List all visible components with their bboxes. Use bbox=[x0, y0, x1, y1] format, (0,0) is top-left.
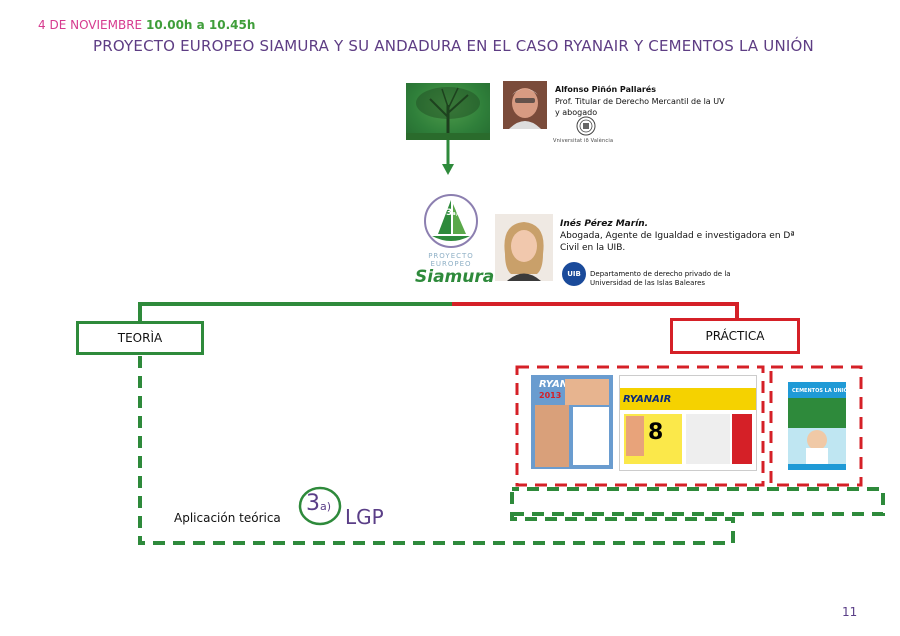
siamura-tagline: PROYECTO EUROPEO bbox=[415, 252, 487, 268]
ryanair-calendar-photo bbox=[565, 379, 609, 405]
practice-box: PRÁCTICA bbox=[670, 318, 800, 354]
page-number: 11 bbox=[842, 605, 857, 619]
siamura-name: Siamura bbox=[415, 268, 487, 286]
lgp-text: LGP bbox=[345, 505, 384, 529]
lgp-badge-text: 3a) bbox=[306, 491, 331, 516]
uib-logo-icon: UIB bbox=[562, 262, 586, 286]
speaker1-name: Alfonso Piñón Pallarés bbox=[555, 85, 656, 94]
speaker1-institution: Vniversitat ið València bbox=[553, 138, 613, 144]
speaker2-description: Abogada, Agente de Igualdad e investigad… bbox=[560, 230, 800, 254]
speaker1-photo bbox=[503, 81, 547, 129]
theory-application-label: Aplicación teórica bbox=[174, 511, 281, 525]
cement-label: CEMENTOS LA UNIÓN bbox=[792, 388, 852, 394]
siamura-wordmark: PROYECTO EUROPEO Siamura bbox=[415, 252, 487, 286]
ryanair-calendar-image: RYANAIR 2013 bbox=[531, 375, 613, 469]
practice-bottom-dashed bbox=[512, 489, 883, 514]
theory-box: TEORÌA bbox=[76, 321, 204, 355]
siamura-logo-icon bbox=[420, 190, 482, 256]
ryanair-website-image: RYANAIR 8 bbox=[619, 375, 757, 471]
speaker2-photo bbox=[495, 214, 553, 281]
tree-icon bbox=[406, 83, 490, 140]
uib-logo-text: UIB bbox=[567, 270, 581, 278]
uv-seal-icon bbox=[576, 116, 596, 140]
ryanair-calendar-cover bbox=[535, 405, 569, 467]
ryanair-calendar-year: 2013 bbox=[539, 391, 561, 400]
speaker2-name: Inés Pérez Marín. bbox=[560, 219, 648, 229]
practice-label: PRÁCTICA bbox=[706, 329, 765, 343]
lgp-badge-sub: a) bbox=[320, 500, 331, 513]
siamura-badge: 3a) bbox=[446, 208, 458, 218]
ryanair-site-logo: RYANAIR bbox=[623, 394, 671, 405]
ryanair-booking-panel bbox=[686, 414, 730, 464]
theory-label: TEORÌA bbox=[118, 331, 162, 345]
ryanair-promo-photo bbox=[626, 416, 644, 456]
ryanair-calendar-form bbox=[573, 407, 609, 465]
tree-arrow-head bbox=[442, 164, 454, 175]
speaker2-institution: Departamento de derecho privado de la Un… bbox=[590, 270, 760, 288]
ryanair-side-ad bbox=[732, 414, 752, 464]
siamura-badge-sub: a) bbox=[452, 211, 458, 217]
lgp-badge-num: 3 bbox=[306, 491, 320, 516]
speaker1-description: Prof. Titular de Derecho Mercantil de la… bbox=[555, 96, 725, 118]
ryanair-promo-number: 8 bbox=[648, 420, 663, 445]
tree-photo bbox=[406, 83, 490, 140]
